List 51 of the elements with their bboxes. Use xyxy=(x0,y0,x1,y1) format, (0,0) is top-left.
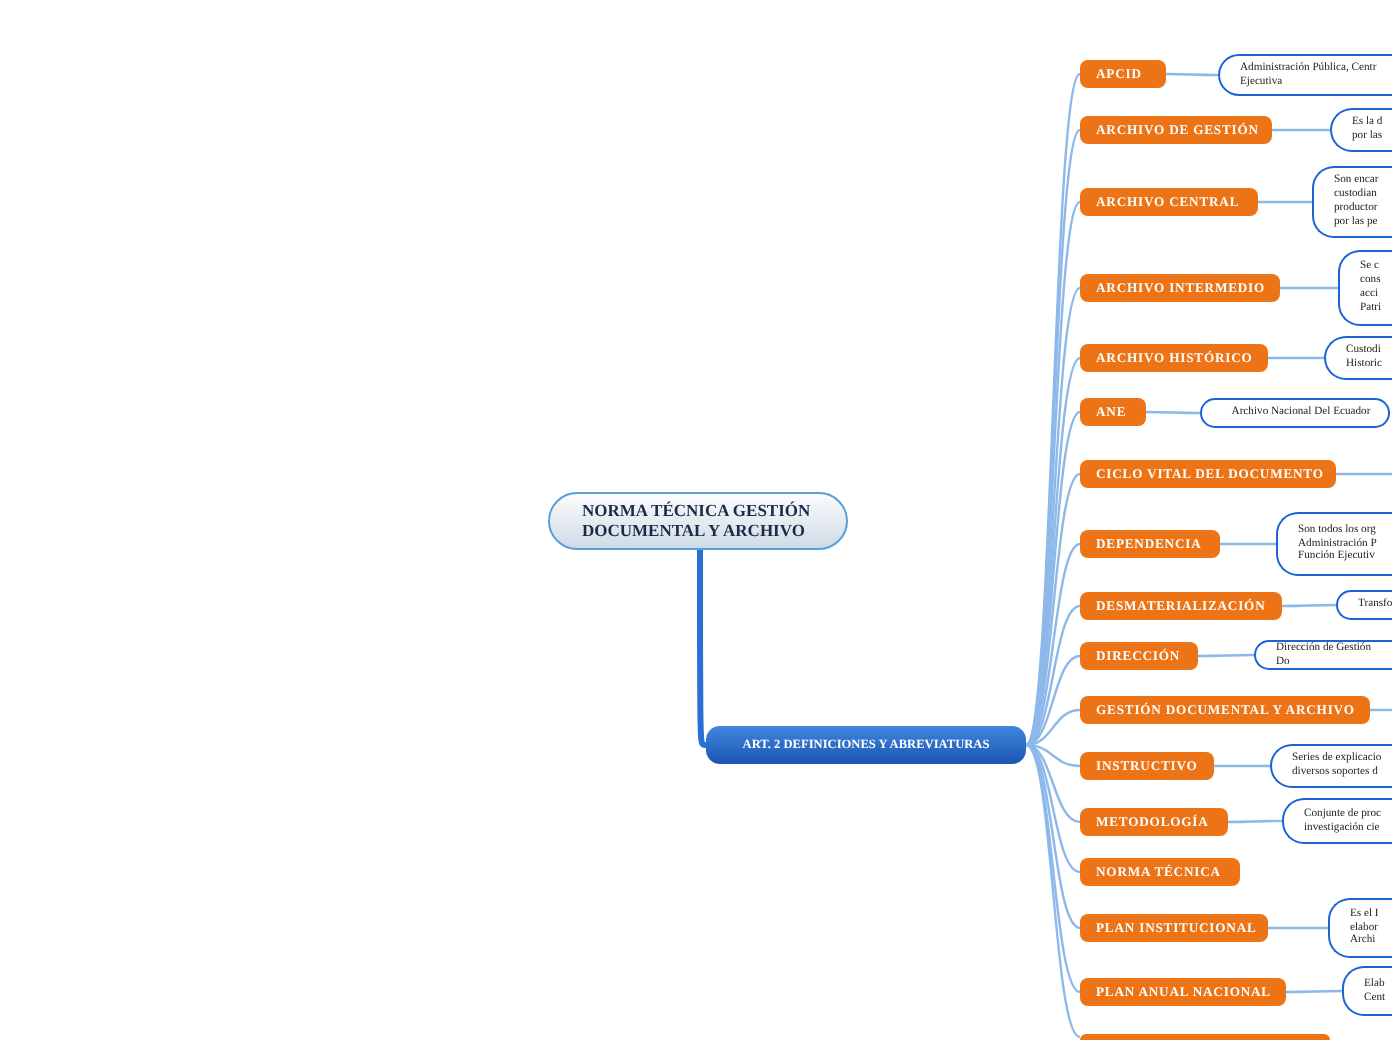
term-label xyxy=(1080,642,1198,670)
term-label xyxy=(1080,60,1166,88)
term-label xyxy=(1080,116,1272,144)
definition-box xyxy=(1324,336,1392,380)
term-label xyxy=(1080,914,1268,942)
connector-line xyxy=(1280,286,1338,290)
term-label xyxy=(1080,858,1240,886)
connector-line xyxy=(1166,72,1218,77)
term-label xyxy=(1080,808,1228,836)
connector-line xyxy=(1268,926,1328,930)
connector-line xyxy=(1198,653,1254,658)
connector-line xyxy=(1370,708,1392,712)
definition-box xyxy=(1312,166,1392,238)
connector-line xyxy=(1025,744,1081,1038)
definition-box xyxy=(1342,966,1392,1016)
connector-line xyxy=(1025,744,1081,993)
connector-line xyxy=(1214,764,1270,768)
connector-line xyxy=(1282,603,1336,608)
empty-topic-box xyxy=(1080,1034,1330,1040)
connector-line xyxy=(1272,128,1330,132)
definition-box xyxy=(1330,108,1392,152)
topic-text: NORMA TÉCNICA GESTIÓN DOCUMENTAL Y ARCHIVO xyxy=(582,502,813,540)
definition-box xyxy=(1338,250,1392,326)
definition-box xyxy=(1200,398,1390,428)
term-label xyxy=(1080,274,1280,302)
term-label xyxy=(1080,460,1336,488)
connector-line xyxy=(1336,472,1392,476)
connector-line xyxy=(1268,356,1324,360)
term-label xyxy=(1080,530,1220,558)
term-label xyxy=(1080,188,1258,216)
definition-box xyxy=(1218,54,1392,96)
term-label xyxy=(1080,696,1370,724)
connector-line xyxy=(1258,200,1312,204)
definition-box xyxy=(1336,590,1392,620)
definition-box xyxy=(1254,640,1392,670)
central-topic xyxy=(548,492,848,550)
connector-line xyxy=(1228,819,1282,824)
term-label xyxy=(1080,978,1286,1006)
connector-line xyxy=(697,550,709,748)
definition-box xyxy=(1328,898,1392,958)
connector-line xyxy=(1286,989,1342,994)
main-topic xyxy=(706,726,1026,764)
connector-line xyxy=(1146,410,1200,415)
term-label xyxy=(1080,592,1282,620)
term-label xyxy=(1080,752,1214,780)
definition-box xyxy=(1270,744,1392,788)
definition-box xyxy=(1282,798,1392,844)
term-label xyxy=(1080,344,1268,372)
connector-line xyxy=(1220,542,1276,546)
term-label xyxy=(1080,398,1146,426)
definition-box xyxy=(1276,512,1392,576)
